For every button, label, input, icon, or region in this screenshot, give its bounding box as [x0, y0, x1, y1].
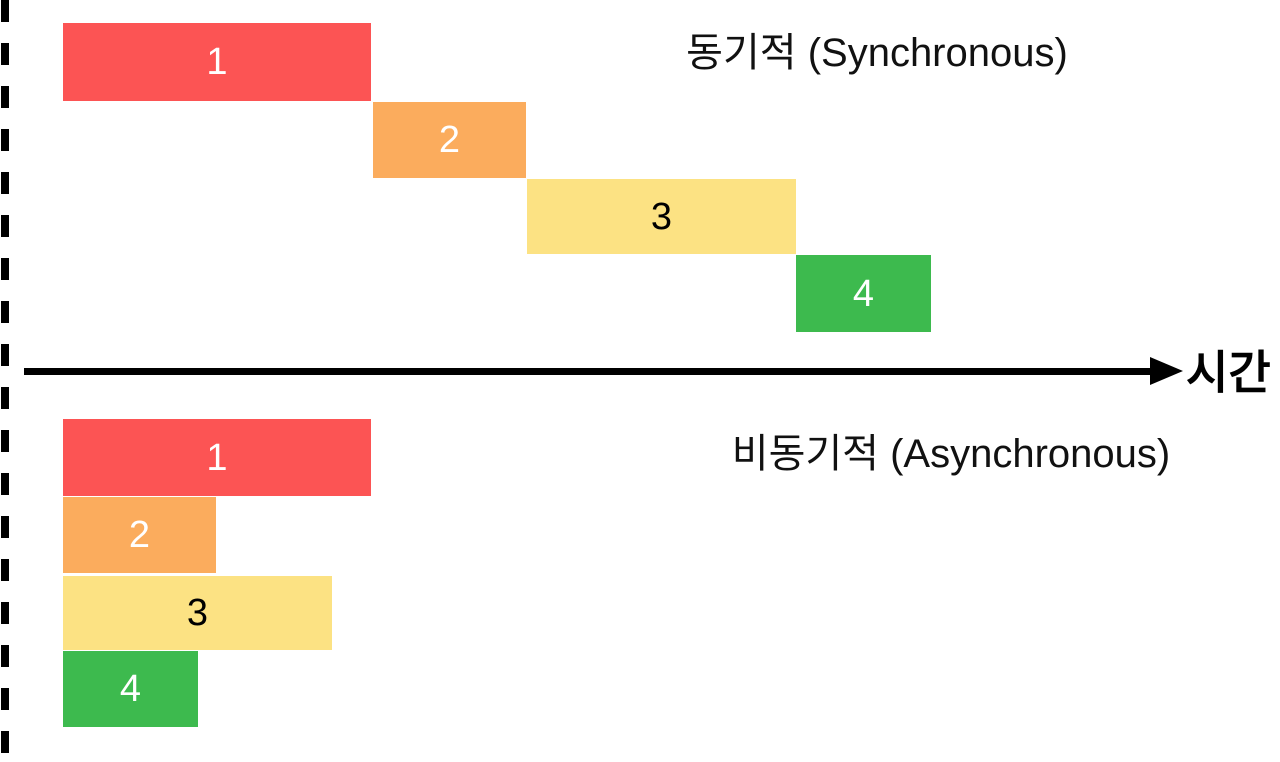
- task-number-label: 4: [852, 272, 875, 315]
- arrow-right-icon: [1150, 357, 1183, 385]
- sync-task-bar-2: 2: [373, 102, 526, 178]
- sync-task-bar-1: 1: [63, 23, 371, 101]
- sync-task-bar-3: 3: [527, 179, 796, 254]
- task-number-label: 4: [119, 668, 142, 710]
- async-task-bar-3: 3: [63, 576, 332, 650]
- async-section-title: 비동기적 (Asynchronous): [731, 432, 1171, 476]
- time-axis-line: [24, 368, 1152, 375]
- task-number-label: 3: [186, 592, 209, 634]
- task-number-label: 2: [128, 514, 151, 556]
- task-number-label: 2: [438, 119, 461, 161]
- task-number-label: 3: [650, 195, 673, 238]
- task-number-label: 1: [206, 41, 228, 83]
- sync-task-bar-4: 4: [796, 255, 931, 332]
- time-axis-label: 시간: [1186, 346, 1271, 399]
- async-task-bar-1: 1: [63, 419, 371, 496]
- timeline-start-dashed-line: [1, 0, 9, 762]
- async-task-bar-4: 4: [63, 651, 198, 727]
- async-task-bar-2: 2: [63, 497, 216, 573]
- task-number-label: 1: [206, 436, 228, 479]
- sync-section-title: 동기적 (Synchronous): [686, 31, 1068, 75]
